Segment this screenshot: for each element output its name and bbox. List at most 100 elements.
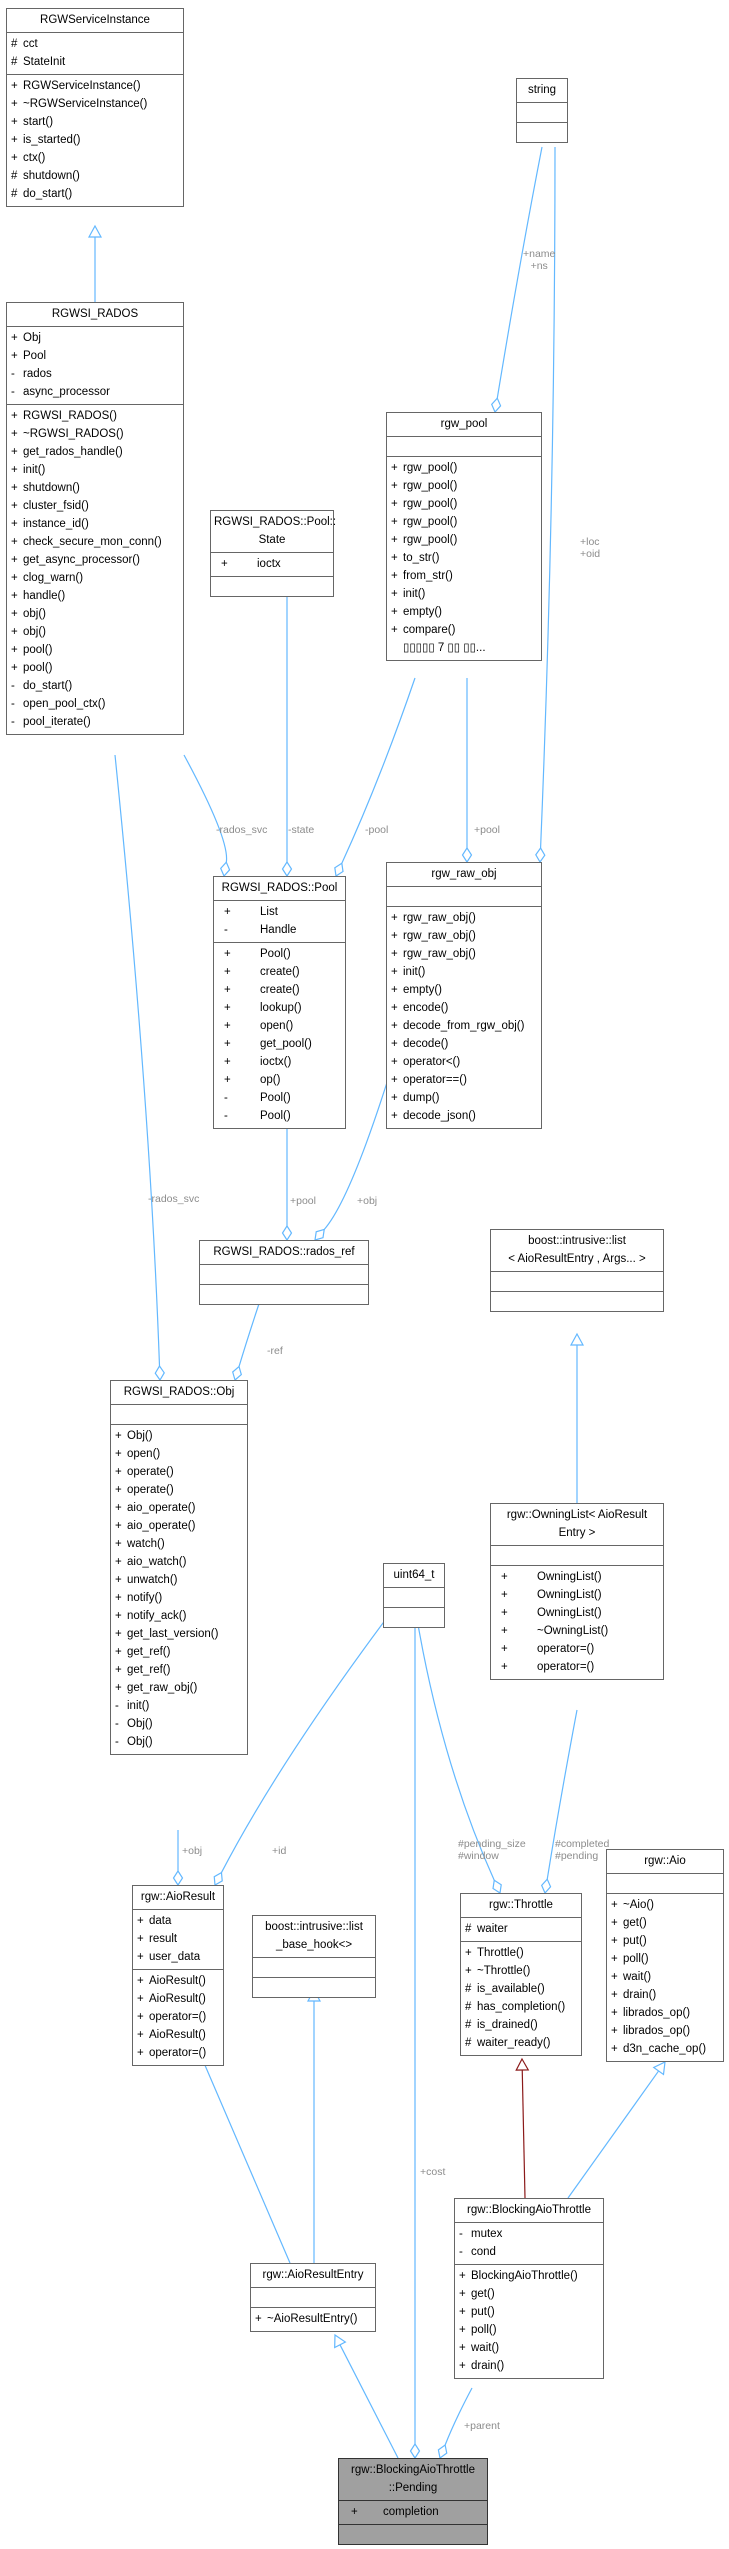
class-operation[interactable]: +obj(): [7, 605, 183, 623]
class-operation[interactable]: +put(): [455, 2303, 603, 2321]
class-attribute[interactable]: -async_processor: [7, 383, 183, 401]
class-operation[interactable]: +~RGWServiceInstance(): [7, 95, 183, 113]
class-operation[interactable]: +decode_from_rgw_obj(): [387, 1017, 541, 1035]
class-operation[interactable]: +AioResult(): [133, 1972, 223, 1990]
class-rgw-pool[interactable]: rgw_pool+rgw_pool()+rgw_pool()+rgw_pool(…: [386, 412, 542, 661]
class-operation[interactable]: +Pool(): [214, 945, 345, 963]
class-operation[interactable]: +aio_watch(): [111, 1553, 247, 1571]
class-operation[interactable]: #is_available(): [461, 1980, 581, 1998]
class-operation[interactable]: +~Aio(): [607, 1896, 723, 1914]
class-operation[interactable]: +get_raw_obj(): [111, 1679, 247, 1697]
class-rados-pool-state[interactable]: RGWSI_RADOS::Pool::State+ioctx: [210, 510, 336, 597]
class-rgwserviceinstance[interactable]: RGWServiceInstance#cct#StateInit+RGWServ…: [6, 8, 184, 207]
class-operation[interactable]: +init(): [387, 585, 541, 603]
class-operation[interactable]: -Obj(): [111, 1715, 247, 1733]
class-operation[interactable]: +Throttle(): [461, 1944, 581, 1962]
class-operation[interactable]: +compare(): [387, 621, 541, 639]
class-operation[interactable]: +create(): [214, 981, 345, 999]
class-operation[interactable]: -init(): [111, 1697, 247, 1715]
class-operation[interactable]: +~Throttle(): [461, 1962, 581, 1980]
class-operation[interactable]: +wait(): [607, 1968, 723, 1986]
class-operation[interactable]: +OwningList(): [491, 1568, 663, 1586]
class-attribute[interactable]: -rados: [7, 365, 183, 383]
class-operation[interactable]: +~RGWSI_RADOS(): [7, 425, 183, 443]
class-operation[interactable]: +get_async_processor(): [7, 551, 183, 569]
class-operation[interactable]: +handle(): [7, 587, 183, 605]
class-operation[interactable]: +~AioResultEntry(): [251, 2310, 375, 2328]
class-operation[interactable]: +put(): [607, 1932, 723, 1950]
class-operation[interactable]: +open(): [111, 1445, 247, 1463]
class-rgw-raw-obj[interactable]: rgw_raw_obj+rgw_raw_obj()+rgw_raw_obj()+…: [386, 862, 542, 1129]
class-operation[interactable]: +OwningList(): [491, 1604, 663, 1622]
class-operation[interactable]: +rgw_raw_obj(): [387, 927, 541, 945]
class-attribute[interactable]: +Pool: [7, 347, 183, 365]
class-attribute[interactable]: +Obj: [7, 329, 183, 347]
class-attribute[interactable]: -cond: [455, 2243, 603, 2261]
class-operation[interactable]: +from_str(): [387, 567, 541, 585]
class-operation[interactable]: +lookup(): [214, 999, 345, 1017]
class-attribute[interactable]: +completion: [339, 2503, 487, 2521]
class-operation[interactable]: -Pool(): [214, 1107, 345, 1125]
class-operation[interactable]: +dump(): [387, 1089, 541, 1107]
class-operation[interactable]: #shutdown(): [7, 167, 183, 185]
class-operation[interactable]: +AioResult(): [133, 2026, 223, 2044]
class-operation[interactable]: +BlockingAioThrottle(): [455, 2267, 603, 2285]
class-operation[interactable]: +get_last_version(): [111, 1625, 247, 1643]
class-operation[interactable]: +create(): [214, 963, 345, 981]
class-list-base-hook[interactable]: boost::intrusive::list_base_hook<>: [252, 1915, 376, 1998]
class-operation[interactable]: +encode(): [387, 999, 541, 1017]
class-operation[interactable]: -open_pool_ctx(): [7, 695, 183, 713]
class-rgwsi-rados-pool[interactable]: RGWSI_RADOS::Pool+List-Handle+Pool()+cre…: [213, 876, 346, 1129]
class-operation[interactable]: +librados_op(): [607, 2004, 723, 2022]
class-operation[interactable]: +operator=(): [491, 1658, 663, 1676]
class-operation[interactable]: +get_ref(): [111, 1643, 247, 1661]
class-operation[interactable]: +get_rados_handle(): [7, 443, 183, 461]
class-operation[interactable]: +aio_operate(): [111, 1499, 247, 1517]
class-operation[interactable]: +shutdown(): [7, 479, 183, 497]
class-attribute[interactable]: -Handle: [214, 921, 345, 939]
class-operation[interactable]: +pool(): [7, 641, 183, 659]
class-operation[interactable]: +rgw_pool(): [387, 459, 541, 477]
class-operation[interactable]: +operate(): [111, 1463, 247, 1481]
class-operation[interactable]: +start(): [7, 113, 183, 131]
class-operation[interactable]: +open(): [214, 1017, 345, 1035]
class-operation[interactable]: +watch(): [111, 1535, 247, 1553]
class-operation[interactable]: +instance_id(): [7, 515, 183, 533]
class-operation[interactable]: +Obj(): [111, 1427, 247, 1445]
class-operation[interactable]: +get(): [455, 2285, 603, 2303]
class-operation[interactable]: +OwningList(): [491, 1586, 663, 1604]
class-throttle[interactable]: rgw::Throttle#waiter+Throttle()+~Throttl…: [460, 1893, 582, 2056]
class-operation[interactable]: +aio_operate(): [111, 1517, 247, 1535]
class-operation[interactable]: +is_started(): [7, 131, 183, 149]
class-operation[interactable]: +op(): [214, 1071, 345, 1089]
class-operation[interactable]: +rgw_pool(): [387, 495, 541, 513]
class-operation[interactable]: +operator==(): [387, 1071, 541, 1089]
class-operation[interactable]: +init(): [387, 963, 541, 981]
class-operation[interactable]: #do_start(): [7, 185, 183, 203]
class-intrusive-list[interactable]: boost::intrusive::list< AioResultEntry ,…: [490, 1229, 664, 1312]
class-operation[interactable]: +~OwningList(): [491, 1622, 663, 1640]
class-operation[interactable]: +get_ref(): [111, 1661, 247, 1679]
class-operation[interactable]: +operate(): [111, 1481, 247, 1499]
class-blocking-aio-throttle[interactable]: rgw::BlockingAioThrottle-mutex-cond+Bloc…: [454, 2198, 604, 2379]
class-operation[interactable]: +operator=(): [491, 1640, 663, 1658]
class-operation[interactable]: +operator=(): [133, 2044, 223, 2062]
class-operation[interactable]: +notify(): [111, 1589, 247, 1607]
class-uint64-t[interactable]: uint64_t: [383, 1563, 445, 1628]
class-operation[interactable]: +clog_warn(): [7, 569, 183, 587]
class-operation[interactable]: +get(): [607, 1914, 723, 1932]
class-operation[interactable]: +AioResult(): [133, 1990, 223, 2008]
class-operation[interactable]: +cluster_fsid(): [7, 497, 183, 515]
class-operation[interactable]: +empty(): [387, 603, 541, 621]
class-operation[interactable]: -do_start(): [7, 677, 183, 695]
class-attribute[interactable]: #waiter: [461, 1920, 581, 1938]
class-operation[interactable]: +d3n_cache_op(): [607, 2040, 723, 2058]
class-operation[interactable]: +empty(): [387, 981, 541, 999]
class-operation[interactable]: #has_completion(): [461, 1998, 581, 2016]
class-rgwsi-rados-obj[interactable]: RGWSI_RADOS::Obj+Obj()+open()+operate()+…: [110, 1380, 248, 1755]
class-attribute[interactable]: #cct: [7, 35, 183, 53]
class-rgwsi-rados[interactable]: RGWSI_RADOS+Obj+Pool-rados-async_process…: [6, 302, 184, 735]
class-string[interactable]: string: [516, 78, 568, 143]
class-operation[interactable]: +drain(): [455, 2357, 603, 2375]
